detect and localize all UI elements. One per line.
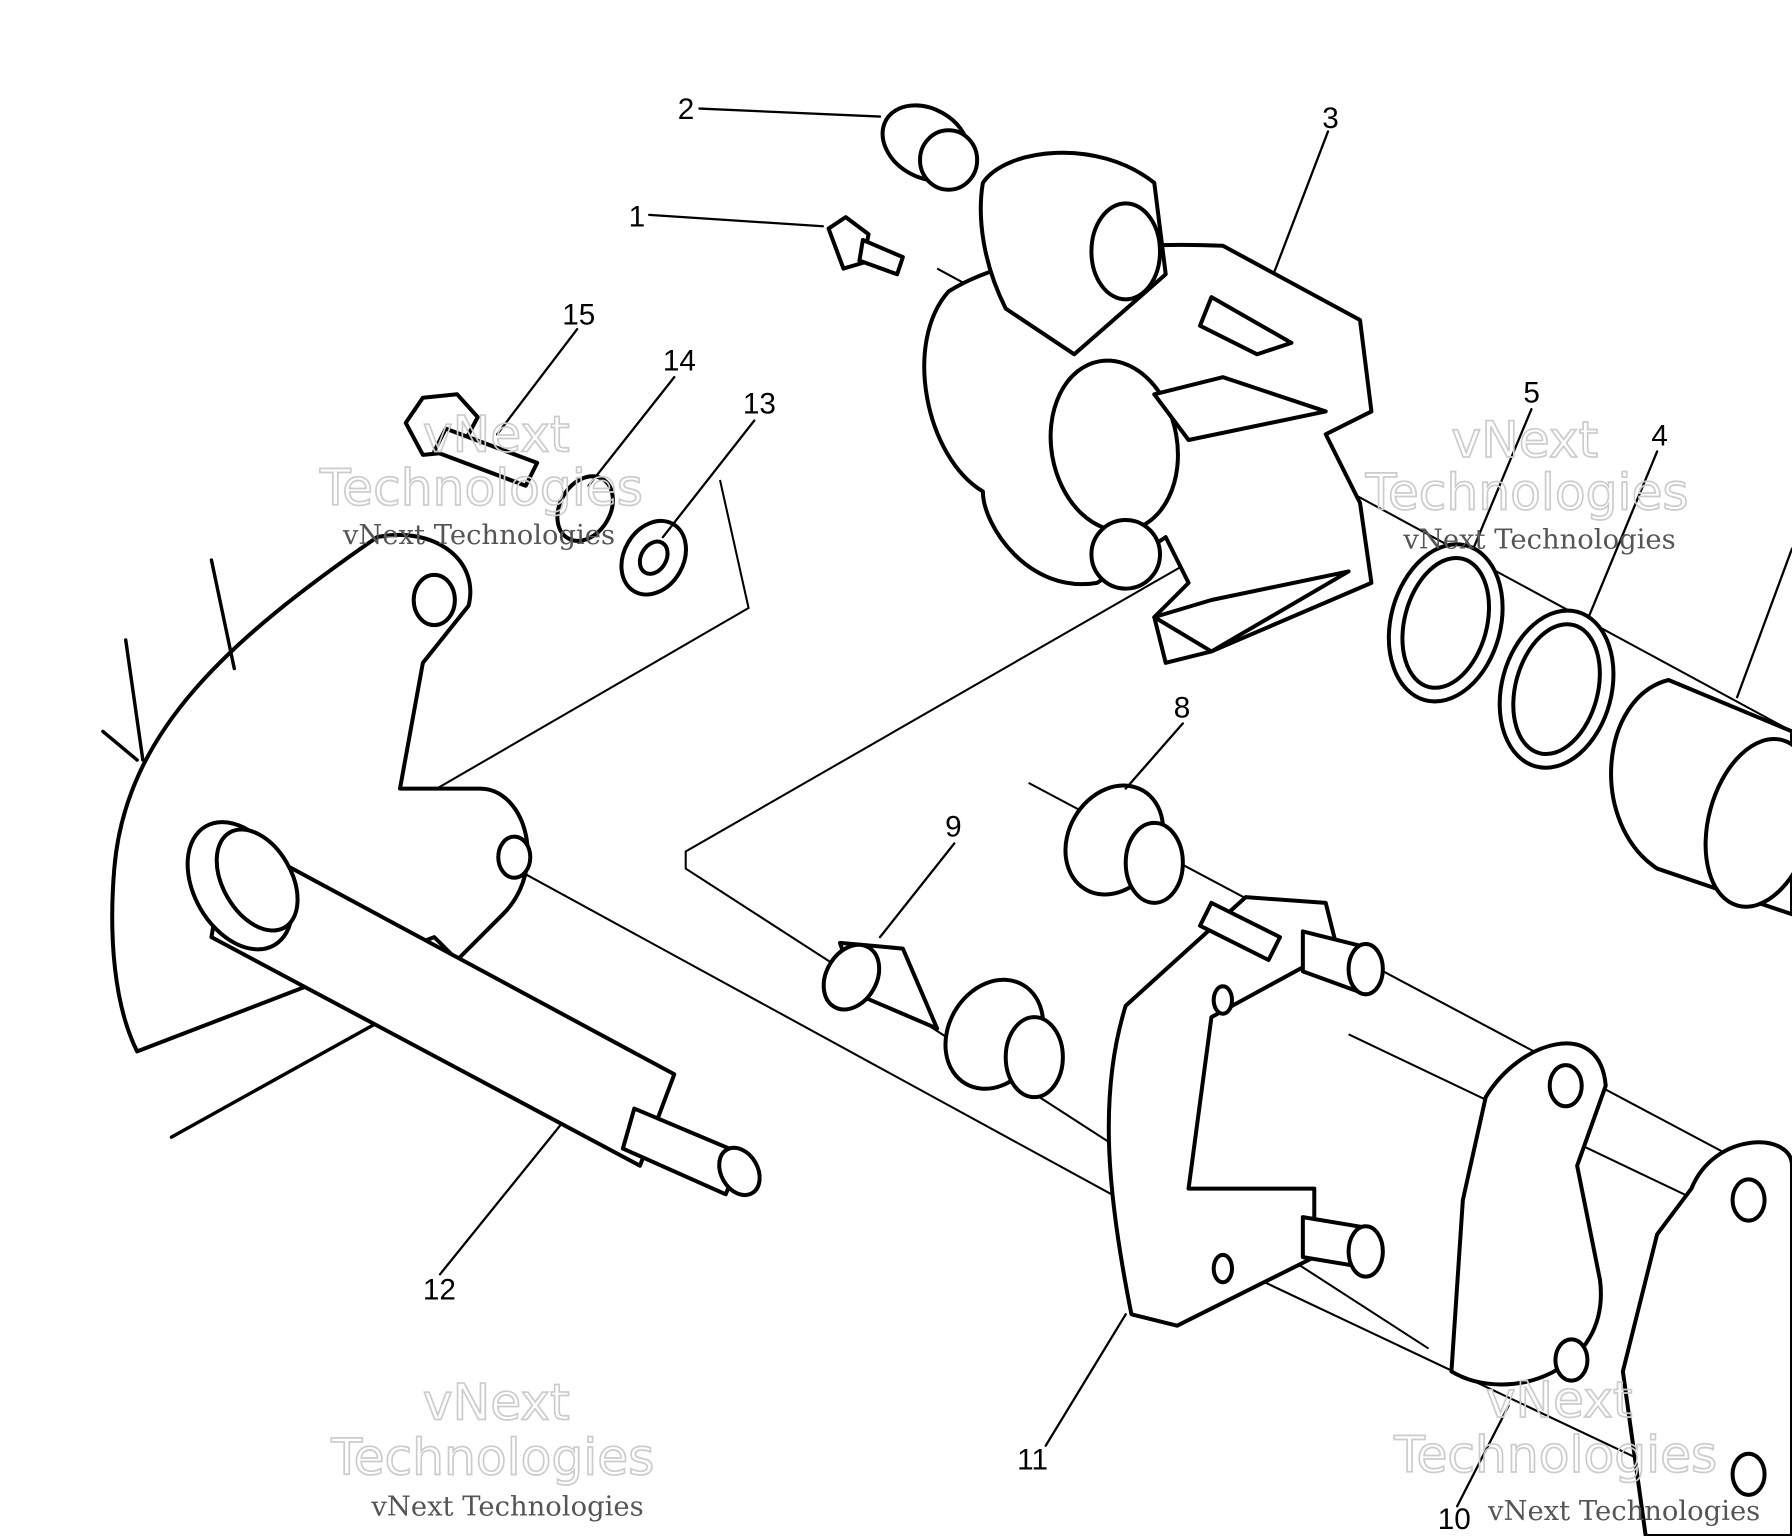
callout-5: 5 [1523, 376, 1540, 409]
caliper-bracket-11 [1106, 895, 1385, 1328]
brake-pad-outer [1620, 1140, 1792, 1536]
watermark-caption-3: vNext Technologies [370, 1491, 643, 1522]
callout-8: 8 [1174, 692, 1191, 725]
watermark-1: vNext Technologies [318, 404, 644, 518]
callout-10: 10 [1438, 1503, 1471, 1536]
boot [943, 977, 1065, 1100]
callout-1: 1 [629, 200, 646, 233]
piston [1609, 678, 1792, 917]
callout-11: 11 [1017, 1444, 1048, 1477]
svg-text:vNext: vNext [1451, 410, 1598, 469]
svg-text:Technologies: Technologies [1365, 463, 1689, 522]
svg-text:Technologies: Technologies [319, 458, 643, 517]
callout-3: 3 [1322, 102, 1339, 135]
callout-4: 4 [1651, 420, 1668, 453]
bleeder-screw-1 [826, 215, 905, 277]
callout-15: 15 [562, 299, 595, 332]
lock-washer-14 [555, 474, 615, 543]
leader-lines [438, 107, 1792, 1508]
callouts: 1 2 3 4 5 8 9 10 11 12 13 14 15 [423, 93, 1668, 1536]
svg-text:vNext: vNext [423, 1372, 570, 1431]
watermark-caption-4: vNext Technologies [1487, 1496, 1760, 1527]
slide-pin-9 [821, 940, 940, 1031]
pin-shaft-12 [185, 820, 762, 1198]
caliper-body-3 [922, 150, 1374, 665]
watermark-3: vNext Technologies [330, 1372, 656, 1488]
callout-14: 14 [663, 344, 696, 377]
svg-text:Technologies: Technologies [1393, 1425, 1717, 1484]
dust-cap-2 [880, 103, 980, 192]
watermark-2: vNext Technologies [1364, 409, 1690, 522]
callout-9: 9 [945, 811, 962, 844]
svg-text:vNext: vNext [423, 404, 570, 463]
svg-text:Technologies: Technologies [330, 1427, 654, 1486]
boot-8 [1063, 783, 1185, 905]
bolt-15 [403, 392, 540, 488]
svg-text:vNext: vNext [1486, 1370, 1633, 1429]
watermark-4: vNext Technologies [1392, 1369, 1718, 1485]
callout-12: 12 [423, 1273, 456, 1306]
watermark-caption-2: vNext Technologies [1402, 525, 1675, 556]
watermark-caption-1: vNext Technologies [342, 520, 615, 551]
callout-2: 2 [678, 93, 695, 126]
callout-13: 13 [743, 388, 776, 421]
brake-pad-inner [1449, 1041, 1608, 1387]
